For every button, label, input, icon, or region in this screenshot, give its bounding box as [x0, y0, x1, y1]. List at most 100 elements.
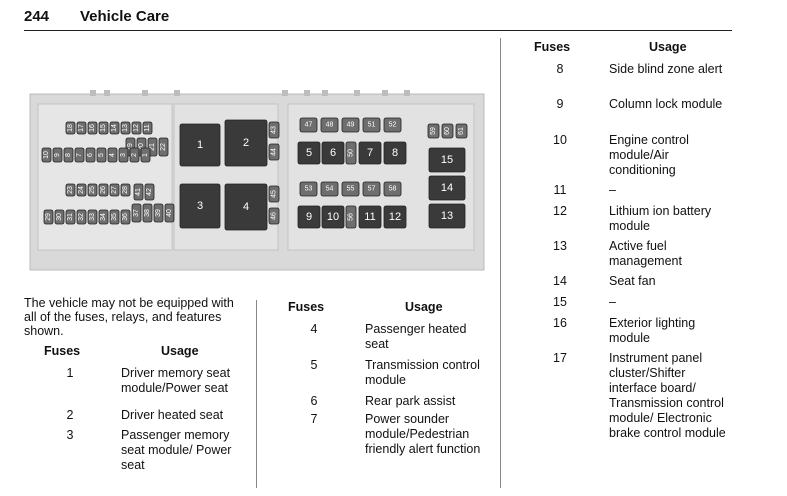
mini-fuse-57-label: 57	[368, 186, 376, 193]
table-row: 13 Active fuel management	[512, 239, 734, 274]
relay-2-label: 3	[197, 200, 203, 212]
left-fuse-34	[98, 209, 109, 225]
fuse-12-label: 12	[389, 211, 401, 223]
left-fuse-36	[120, 209, 131, 225]
left-fuse-31	[65, 209, 76, 225]
fuse-15	[428, 147, 466, 173]
fuse-number: 12	[553, 204, 567, 218]
left-fuse-22-label: 22	[160, 143, 167, 151]
mini-fuse-46	[268, 207, 280, 225]
left-fuse-2-label: 2	[131, 153, 138, 157]
left-fuse-21-label: 21	[149, 143, 156, 151]
fuse-number: 9	[556, 97, 564, 111]
relay-4-label: 4	[243, 201, 249, 213]
fuse-6	[321, 141, 345, 165]
connector-tab	[304, 90, 310, 96]
left-fuse-16-label: 16	[89, 124, 96, 132]
fuse-number: 8	[556, 62, 564, 76]
left-fuse-37	[131, 203, 142, 223]
fuse-usage: Exterior lighting module	[609, 316, 696, 345]
mini-fuse-50	[345, 141, 357, 165]
fuse-10-label: 10	[327, 211, 339, 223]
mini-fuse-55	[341, 181, 360, 197]
left-fuse-17-label: 17	[78, 124, 85, 132]
mini-fuse-55-label: 55	[347, 186, 355, 193]
left-fuse-9-label: 9	[54, 153, 61, 157]
mini-fuse-61-label: 61	[458, 127, 465, 135]
left-fuse-27-label: 27	[111, 186, 118, 194]
fuse-number: 2	[66, 408, 74, 422]
mini-fuse-43-label: 43	[271, 126, 278, 134]
left-fuse-24	[76, 183, 87, 197]
connector-tab	[354, 90, 360, 96]
fuse-number: 13	[553, 239, 567, 253]
fuses-column-header: Fuses	[288, 300, 325, 314]
mini-fuse-58-label: 58	[389, 186, 397, 193]
mini-fuse-50-label: 50	[348, 149, 355, 157]
fuse-number: 6	[310, 394, 318, 408]
table-row: 8 Side blind zone alert	[512, 62, 734, 97]
left-fuse-38-label: 38	[144, 209, 151, 217]
relay-1	[179, 123, 221, 167]
left-fuse-30	[54, 209, 65, 225]
mini-fuse-56	[345, 205, 357, 229]
usage-column-header: Usage	[649, 40, 687, 54]
connector-tab	[90, 90, 96, 96]
mini-fuse-44-label: 44	[271, 148, 278, 156]
fuse-number: 4	[310, 322, 318, 336]
fuse-usage: Side blind zone alert	[609, 62, 723, 76]
left-fuse-33	[87, 209, 98, 225]
mini-fuse-49-label: 49	[347, 122, 355, 129]
relay-2	[179, 183, 221, 229]
left-fuse-4	[107, 147, 118, 163]
fuse-number: 14	[553, 274, 567, 288]
left-fuse-1-label: 1	[142, 153, 149, 157]
left-fuse-42	[144, 183, 155, 201]
fuse-usage: Column lock module	[609, 97, 723, 111]
mini-fuse-52-label: 52	[389, 122, 397, 129]
left-fuse-41-label: 41	[135, 188, 142, 196]
mini-fuse-47-label: 47	[305, 122, 313, 129]
page-number: 244	[24, 8, 50, 25]
mini-fuse-57	[362, 181, 381, 197]
left-fuse-14-label: 14	[111, 124, 118, 132]
table-row: 6 Rear park assist	[268, 394, 496, 412]
fuse-number: 17	[553, 351, 567, 365]
connector-tab	[174, 90, 180, 96]
left-fuse-15	[98, 121, 109, 135]
fuse-11-label: 11	[364, 211, 375, 223]
page-header: 244 Vehicle Care	[24, 8, 732, 31]
fuse-13-label: 13	[441, 210, 453, 222]
fuse-usage: Rear park assist	[365, 394, 456, 408]
left-fuse-28	[120, 183, 131, 197]
left-fuse-40	[164, 203, 175, 223]
fuse-15-label: 15	[441, 154, 453, 166]
mini-fuse-53	[299, 181, 318, 197]
fuse-12	[383, 205, 407, 229]
section-title: Vehicle Care	[80, 8, 170, 25]
mini-fuse-52	[383, 117, 402, 133]
left-fuse-6	[85, 147, 96, 163]
connector-tab	[382, 90, 388, 96]
fuse-number: 11	[553, 183, 567, 197]
fuse-usage: –	[609, 295, 616, 309]
fuse-usage: Active fuel management	[609, 239, 682, 268]
connector-tab	[282, 90, 288, 96]
fuse-number: 15	[553, 295, 567, 309]
fuse-11	[358, 205, 382, 229]
mini-fuse-43	[268, 121, 280, 139]
fuse-number: 5	[310, 358, 318, 372]
column-divider-left	[256, 300, 257, 488]
left-fuse-17	[76, 121, 87, 135]
mini-fuse-45	[268, 185, 280, 203]
fuse-7-label: 7	[367, 147, 373, 159]
mini-fuse-56-label: 56	[348, 213, 355, 221]
table-row: 9 Column lock module	[512, 97, 734, 133]
mini-fuse-58	[383, 181, 402, 197]
left-fuse-3	[118, 147, 129, 163]
fuse-usage: Passenger heated seat	[365, 322, 467, 351]
